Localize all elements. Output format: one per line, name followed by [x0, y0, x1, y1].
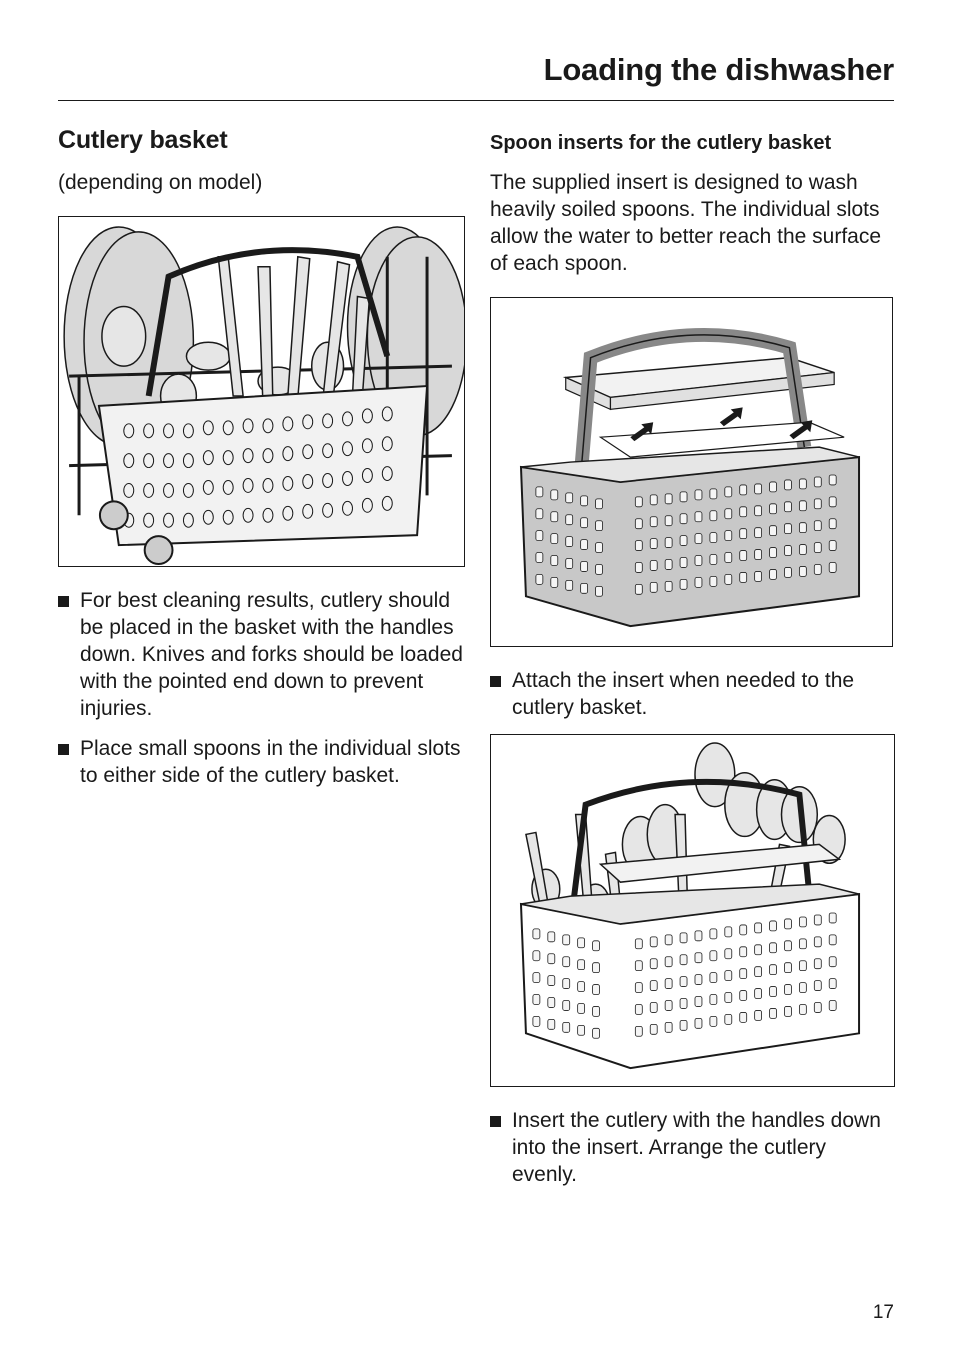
bullet-square-icon: [490, 676, 501, 687]
page-title: Loading the dishwasher: [543, 52, 895, 87]
list-item: Attach the insert when needed to the cut…: [490, 667, 896, 721]
bullet-square-icon: [58, 596, 69, 607]
bullet-square-icon: [490, 1116, 501, 1127]
cutlery-basket-in-rack-illustration: [58, 216, 465, 567]
loaded-insert-drawing: [491, 735, 894, 1086]
page-number: 17: [872, 1302, 894, 1323]
bullet-text: Place small spoons in the individual slo…: [80, 737, 461, 787]
spoon-inserts-section: Spoon inserts for the cutlery basket The…: [490, 120, 896, 1201]
bullet-text: Attach the insert when needed to the cut…: [512, 669, 855, 719]
cutlery-basket-section: Cutlery basket (depending on model): [58, 120, 468, 802]
section-title: Cutlery basket: [58, 126, 228, 154]
cutlery-basket-drawing: [59, 217, 464, 566]
insert-cutlery-instruction: Insert the cutlery with the handles down…: [490, 1107, 896, 1188]
attach-insert-instruction: Attach the insert when needed to the cut…: [490, 667, 896, 721]
intro-paragraph: The supplied insert is designed to wash …: [490, 171, 882, 275]
spoon-insert-drawing: [491, 298, 892, 646]
cutlery-basket-instructions: For best cleaning results, cutlery shoul…: [58, 587, 468, 789]
spoon-insert-attach-illustration: [490, 297, 893, 647]
list-item: Place small spoons in the individual slo…: [58, 735, 468, 789]
bullet-text: Insert the cutlery with the handles down…: [512, 1109, 881, 1186]
bullet-square-icon: [58, 744, 69, 755]
subsection-title: Spoon inserts for the cutlery basket: [490, 132, 832, 154]
model-note: (depending on model): [58, 171, 263, 194]
page-header: Loading the dishwasher: [58, 50, 894, 101]
list-item: Insert the cutlery with the handles down…: [490, 1107, 896, 1188]
bullet-text: For best cleaning results, cutlery shoul…: [80, 589, 463, 720]
list-item: For best cleaning results, cutlery shoul…: [58, 587, 468, 722]
loaded-spoon-insert-illustration: [490, 734, 895, 1087]
